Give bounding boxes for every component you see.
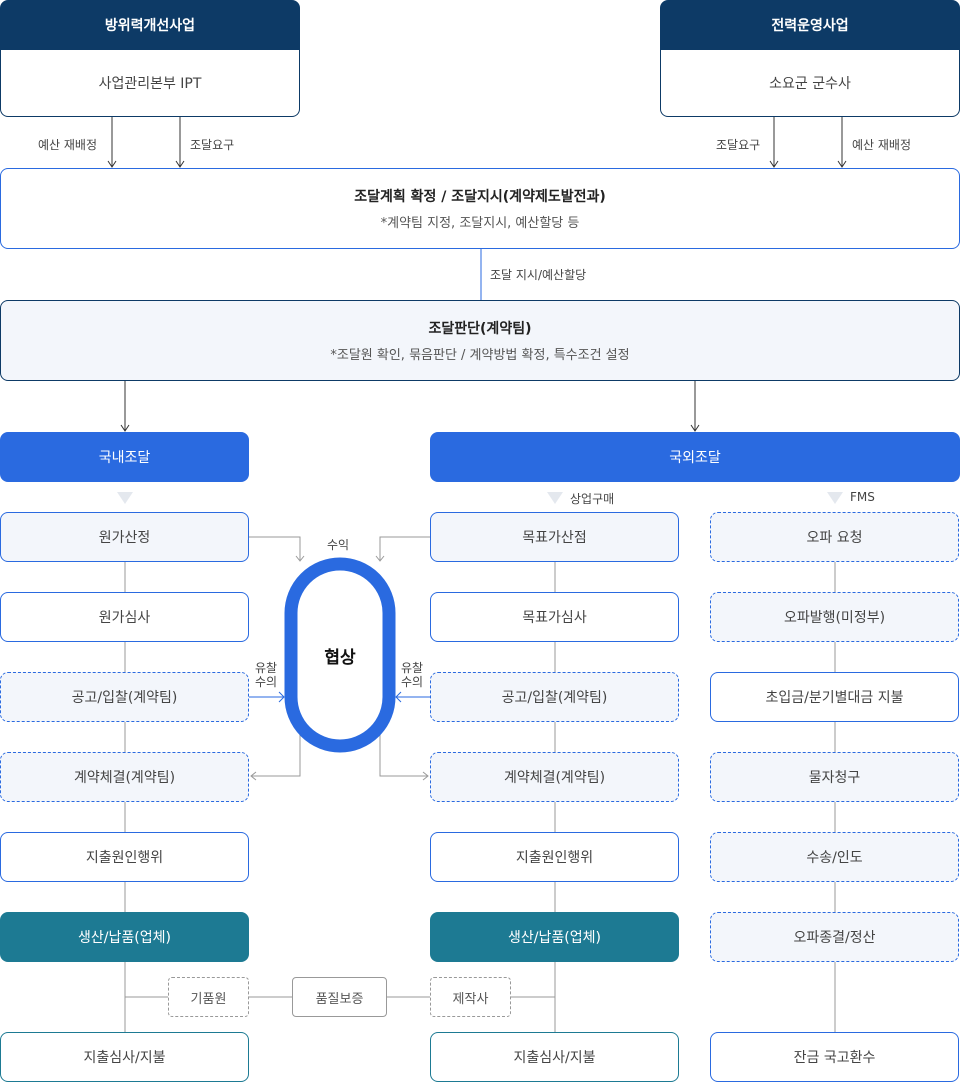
commercial-step: 공고/입찰(계약팀) (430, 672, 679, 722)
plan-note: *계약팀 지정, 조달지시, 예산할당 등 (380, 216, 580, 231)
commercial-label: 상업구매 (570, 492, 615, 506)
quality-right-box: 제작사 (430, 977, 511, 1017)
domestic-step: 생산/납품(업체) (0, 912, 249, 962)
arrow-label: 예산 재배정 (852, 138, 912, 152)
commercial-step: 목표가심사 (430, 592, 679, 642)
domestic-step: 공고/입찰(계약팀) (0, 672, 249, 722)
domestic-step: 원가심사 (0, 592, 249, 642)
procurement-judgement-box: 조달판단(계약팀) *조달원 확인, 묶음판단 / 계약방법 확정, 특수조건 … (0, 300, 960, 381)
top-right-header: 전력운영사업 (660, 0, 960, 50)
fms-label: FMS (850, 490, 875, 504)
commercial-step: 목표가산점 (430, 512, 679, 562)
label-line: 유찰 (401, 661, 424, 675)
fms-step: 수송/인도 (710, 832, 959, 882)
foreign-header: 국외조달 (430, 432, 960, 482)
arrow-label: 예산 재배정 (38, 138, 98, 152)
domestic-step: 원가산정 (0, 512, 249, 562)
commercial-step: 지출심사/지불 (430, 1032, 679, 1082)
label-line: 수의 (401, 675, 424, 689)
negotiation-loop (284, 557, 396, 753)
procurement-plan-box: 조달계획 확정 / 조달지시(계약제도발전과) *계약팀 지정, 조달지시, 예… (0, 168, 960, 249)
label-line: 수의 (255, 675, 278, 689)
arrow-label: 조달요구 (716, 138, 761, 152)
negotiation-title: 협상 (324, 648, 356, 668)
arrow-label: 조달요구 (190, 138, 235, 152)
fms-step: 오파종결/정산 (710, 912, 959, 962)
plan-link-label: 조달 지시/예산할당 (490, 268, 587, 282)
fms-step: 물자청구 (710, 752, 959, 802)
commercial-step: 생산/납품(업체) (430, 912, 679, 962)
fms-step: 잔금 국고환수 (710, 1032, 959, 1082)
label-line: 유찰 (255, 661, 278, 675)
top-left-body: 사업관리본부 IPT (0, 50, 300, 117)
judge-note: *조달원 확인, 묶음판단 / 계약방법 확정, 특수조건 설정 (330, 348, 630, 363)
fms-step: 초입금/분기별대금 지불 (710, 672, 959, 722)
domestic-step: 지출원인행위 (0, 832, 249, 882)
domestic-step: 계약체결(계약팀) (0, 752, 249, 802)
commercial-step: 지출원인행위 (430, 832, 679, 882)
domestic-header: 국내조달 (0, 432, 249, 482)
top-left-header: 방위력개선사업 (0, 0, 300, 50)
judge-title: 조달판단(계약팀) (428, 321, 532, 337)
quality-center-box: 품질보증 (292, 977, 387, 1017)
fms-step: 오파 요청 (710, 512, 959, 562)
commercial-step: 계약체결(계약팀) (430, 752, 679, 802)
top-right-body: 소요군 군수사 (660, 50, 960, 117)
plan-title: 조달계획 확정 / 조달지시(계약제도발전과) (354, 189, 606, 205)
quality-left-box: 기품원 (168, 977, 249, 1017)
domestic-step: 지출심사/지불 (0, 1032, 249, 1082)
fms-step: 오파발행(미정부) (710, 592, 959, 642)
negotiation-top-label: 수익 (327, 538, 350, 552)
